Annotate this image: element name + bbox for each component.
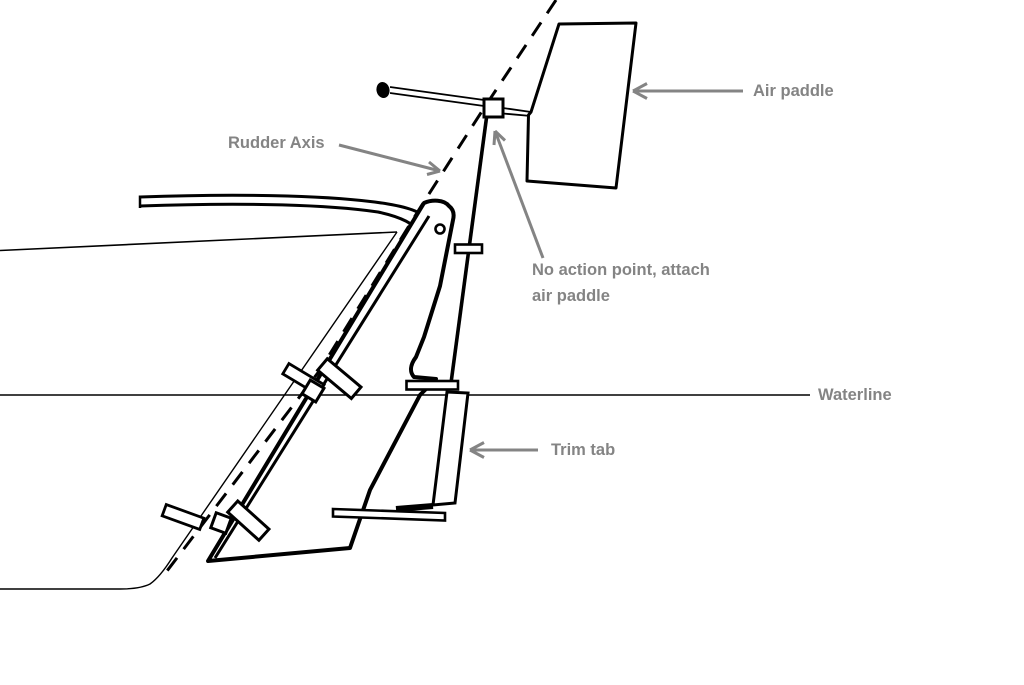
no-action-label-line1: No action point, attach — [532, 261, 710, 279]
air-paddle-shape — [525, 21, 638, 190]
rudder-axis-arrowhead-icon — [426, 160, 441, 176]
no-action-arrowhead-icon — [492, 129, 507, 146]
pivot-bolt-hole — [434, 223, 446, 235]
no-action-point-connector — [482, 97, 505, 119]
lower-pintle-fitting — [160, 498, 272, 543]
tab-crank-arm — [405, 379, 460, 391]
no-action-arrow-shaft — [493, 130, 545, 259]
upper-pintle-fitting — [280, 356, 364, 405]
rudder-axis-label: Rudder Axis — [228, 134, 325, 152]
tab-link-bar — [331, 507, 447, 522]
trim-tab-label: Trim tab — [551, 441, 615, 459]
hull-sheer-line — [0, 231, 398, 252]
waterline-label: Waterline — [818, 386, 892, 404]
vane-rod-stub-bottom — [502, 112, 532, 117]
trim-tab-shape — [431, 390, 470, 507]
lower-fitting-pintle-square — [208, 510, 234, 536]
counterweight-ball — [376, 82, 390, 98]
tiller-bottom-edge — [139, 202, 424, 235]
air-paddle-arrowhead-icon — [632, 82, 648, 100]
air-paddle-label: Air paddle — [753, 82, 834, 100]
hull-bottom-line — [0, 231, 398, 590]
trim-tab-annotation: Trim tab — [469, 441, 615, 459]
tiller — [138, 193, 432, 235]
no-action-point-annotation: No action point, attach air paddle — [492, 129, 710, 305]
lower-fitting-left-strap — [160, 502, 206, 532]
vane-rod-bottom — [389, 92, 485, 107]
tiller-top-edge — [139, 193, 432, 223]
lower-fitting-right-strap — [225, 498, 272, 543]
upper-crank-arm — [453, 243, 484, 255]
air-paddle-annotation: Air paddle — [632, 82, 834, 100]
upper-fitting-right-strap — [315, 356, 364, 401]
trim-tab-arrowhead-icon — [469, 441, 485, 459]
trim-tab-bottom-stub — [395, 503, 434, 512]
upper-fitting-pintle-square — [299, 377, 327, 405]
vane-rod-stub-top — [502, 107, 532, 113]
rudder-axis-annotation: Rudder Axis — [228, 134, 441, 176]
rudder-axis-arrow-shaft — [338, 143, 441, 173]
vane-rod-top — [389, 86, 485, 101]
no-action-label-line2: air paddle — [532, 287, 610, 305]
counterweight-assembly — [376, 82, 532, 117]
